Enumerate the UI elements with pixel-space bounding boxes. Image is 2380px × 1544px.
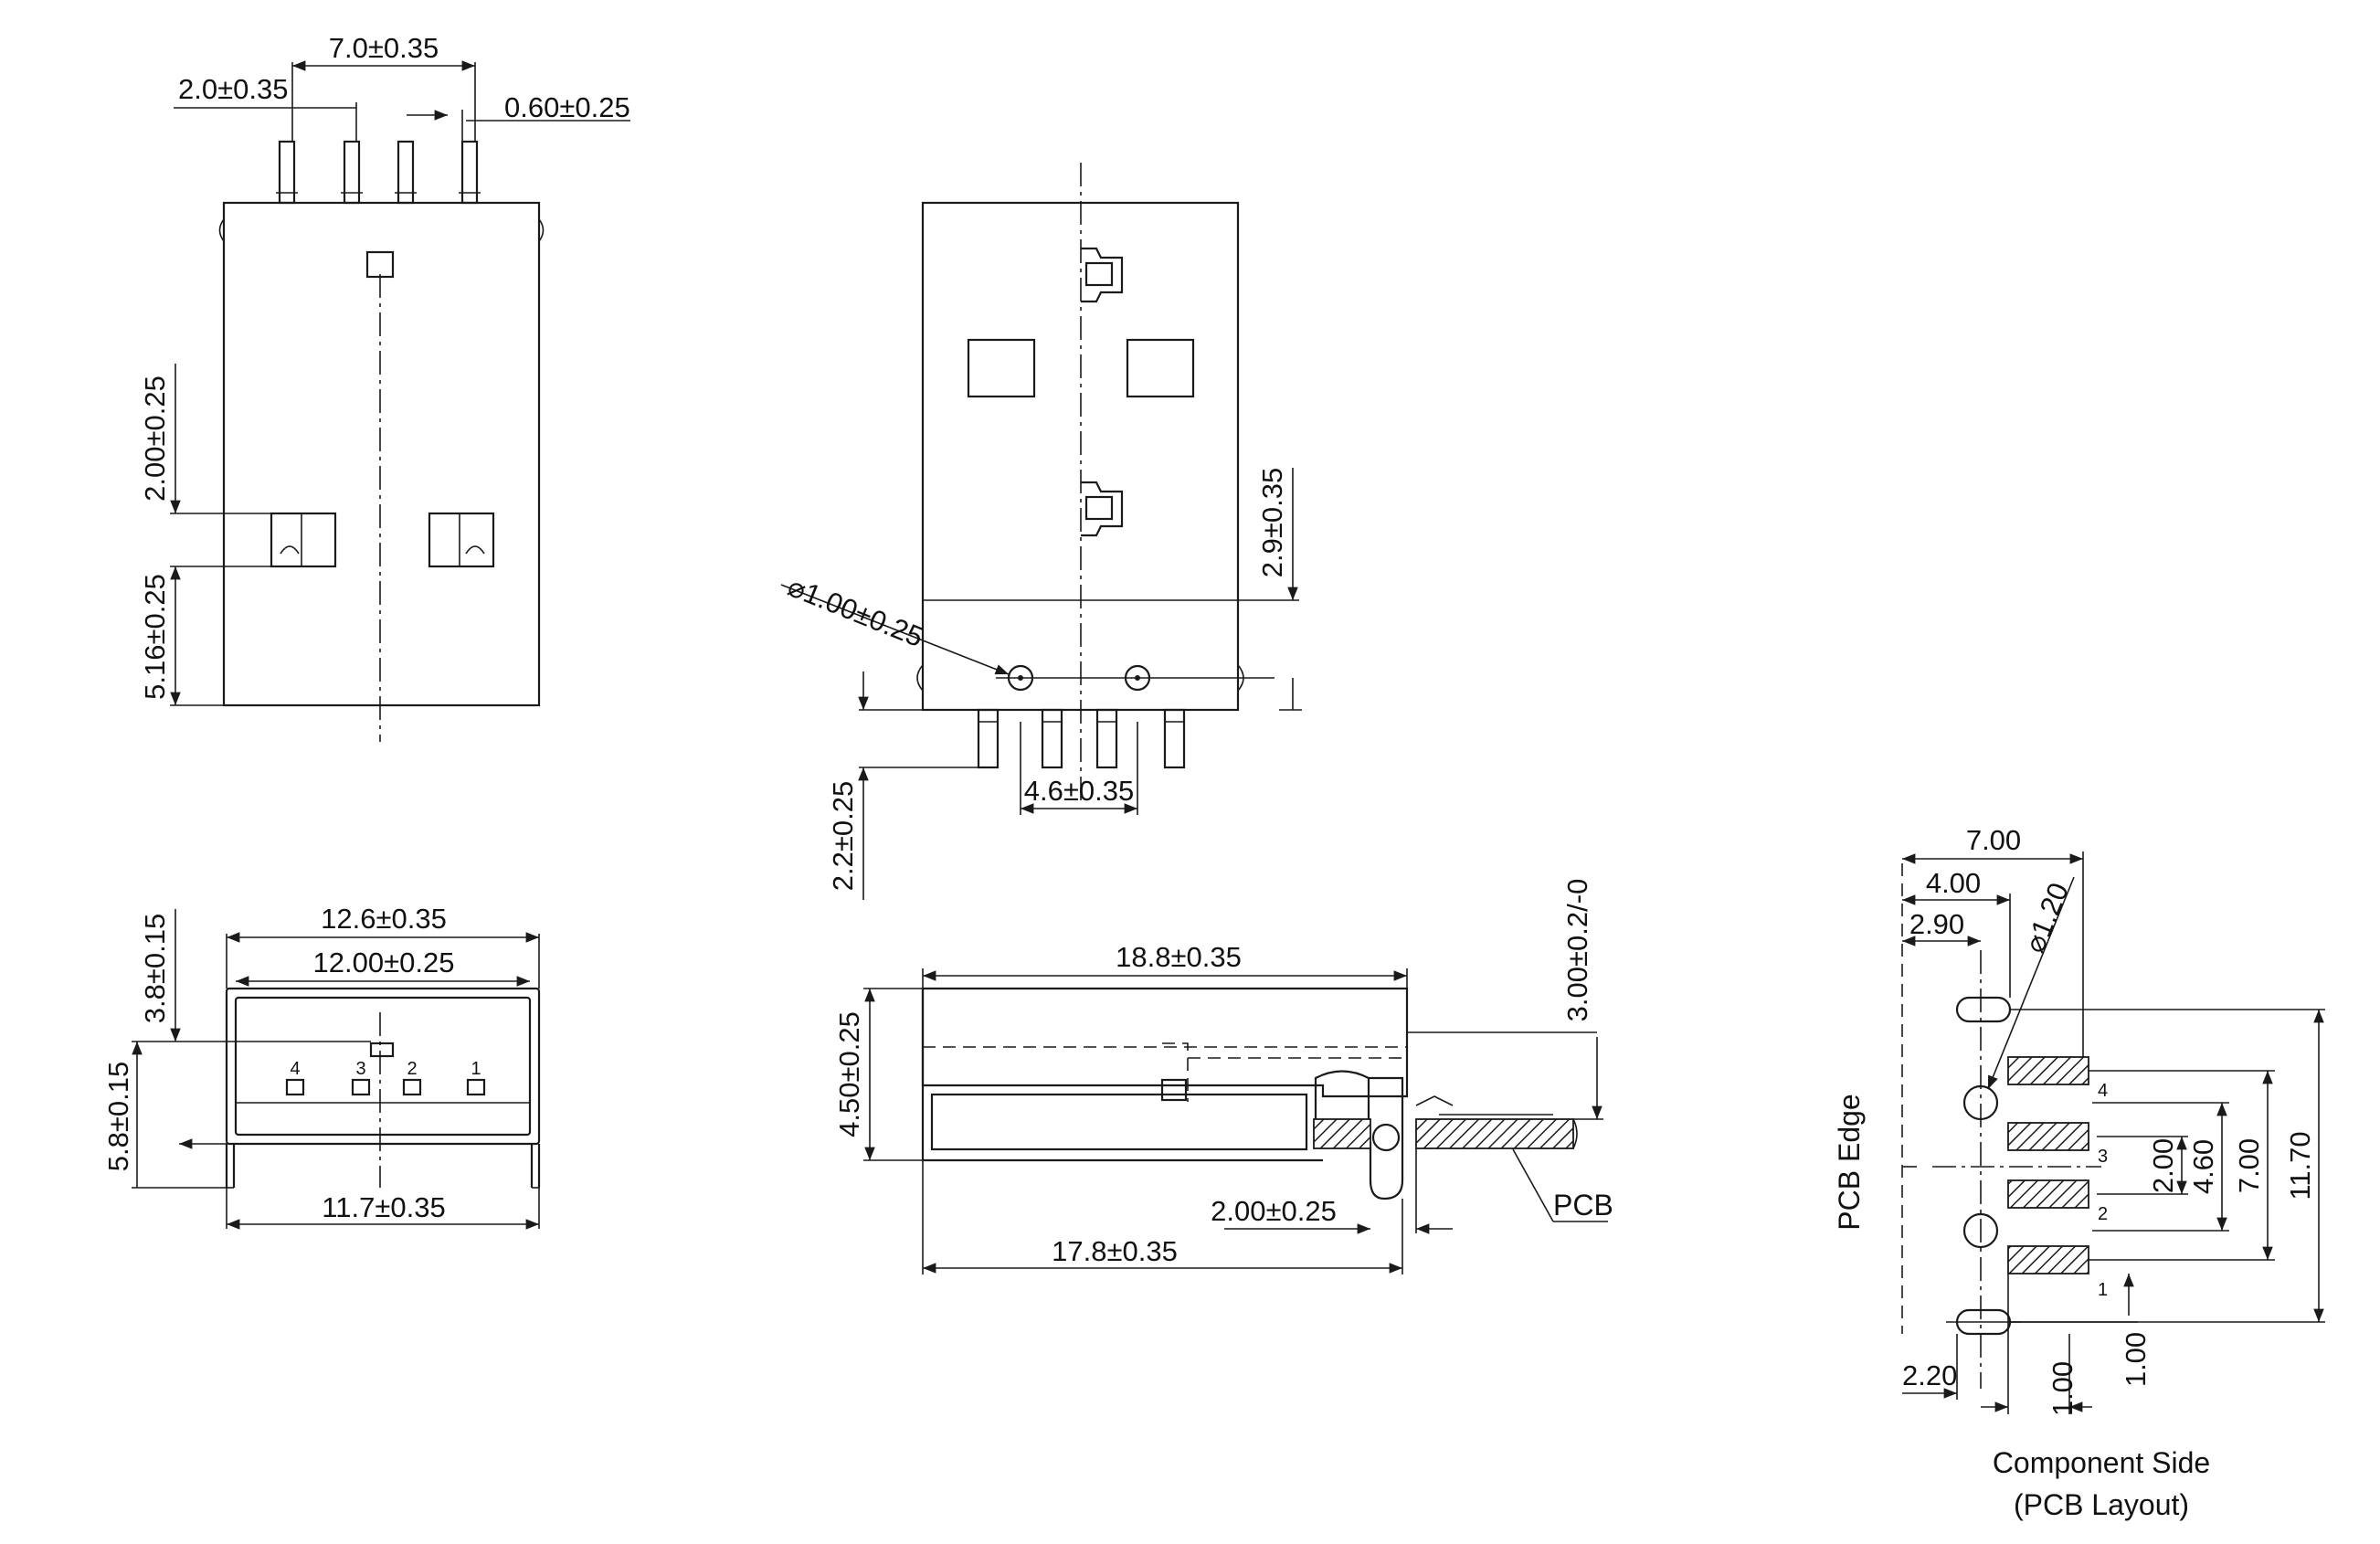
pcb-dim-700: 7.00	[2233, 1138, 2265, 1193]
pcb-label: PCB	[1553, 1189, 1613, 1221]
pcb-edge-label: PCB Edge	[1833, 1094, 1866, 1230]
dim-body-length: 17.8±0.35	[1052, 1235, 1178, 1267]
pad-2: 2	[2098, 1204, 2108, 1224]
end-pin-2: 2	[407, 1059, 417, 1079]
end-view: 4 3 2 1 12.6±0.35 12.00±0.25 11.7±0.35 3…	[102, 903, 541, 1230]
pcb-pads	[2007, 1056, 2089, 1274]
dim-base-width: 11.7±0.35	[322, 1191, 445, 1223]
end-pin-1: 1	[471, 1059, 481, 1079]
dim-pin-width: 0.60±0.25	[504, 91, 630, 123]
dim-hole-pitch: 4.6±0.35	[1024, 775, 1134, 807]
dim-inner-width: 12.00±0.25	[313, 946, 455, 978]
dim-pin-offset: 2.0±0.35	[178, 73, 288, 105]
pcb-dim-200: 2.00	[2147, 1138, 2179, 1193]
pad-1: 1	[2098, 1280, 2108, 1300]
dim-pitch-total: 7.0±0.35	[329, 32, 439, 64]
dim-pin-length: 2.2±0.25	[827, 781, 859, 891]
front-tabs	[270, 512, 495, 568]
dim-hole-diameter: ⌀1.00±0.25	[783, 570, 927, 653]
pcb-dim-220: 2.20	[1902, 1359, 1957, 1391]
pcb-layout-view: PCB Edge 4 3 2 1 7.00 4.00 2.90 ⌀1.20	[1833, 824, 2325, 1521]
pcb-dim-400: 4.00	[1926, 867, 1981, 899]
end-pin-3: 3	[355, 1059, 365, 1079]
side-view: 18.8±0.35 17.8±0.35 4.50±0.25 3.00±0.2/-…	[833, 879, 1613, 1274]
pcb-dim-1170: 11.70	[2284, 1131, 2316, 1200]
pcb-dim-hole-diameter: ⌀1.20	[2018, 878, 2075, 957]
pad-3: 3	[2098, 1147, 2108, 1167]
pcb-caption-line2: (PCB Layout)	[2014, 1488, 2189, 1521]
pcb-dim-100-b: 1.00	[2120, 1332, 2152, 1387]
pcb-dim-290: 2.90	[1909, 908, 1964, 940]
dim-tab-height: 2.00±0.25	[139, 375, 171, 502]
dim-pcb-offset: 2.00±0.25	[1211, 1195, 1337, 1227]
dim-depth: 2.9±0.35	[1256, 468, 1288, 577]
pcb-dim-460: 4.60	[2187, 1139, 2219, 1194]
pcb-dim-width-total: 7.00	[1966, 824, 2021, 856]
top-pins	[977, 708, 1186, 769]
dim-height: 4.50±0.25	[833, 1011, 865, 1137]
dim-tab-offset: 5.16±0.25	[139, 574, 171, 700]
dim-outer-width: 12.6±0.35	[321, 903, 447, 935]
front-pins	[276, 140, 481, 205]
top-view: ⌀1.00±0.25 2.9±0.35 2.2±0.25 4.6±0.35	[780, 163, 1302, 900]
dim-pcb-thickness: 3.00±0.2/-0	[1561, 879, 1593, 1022]
end-contacts	[285, 1078, 486, 1096]
dim-total-height: 5.8±0.15	[102, 1062, 134, 1171]
pad-4: 4	[2098, 1081, 2108, 1101]
end-pin-4: 4	[290, 1059, 300, 1079]
pcb-dim-100-a: 1.00	[2047, 1361, 2079, 1416]
front-view: 7.0±0.35 2.0±0.35 0.60±0.25 2.00±0.25 5.…	[139, 32, 630, 742]
pcb-caption-line1: Component Side	[1993, 1446, 2210, 1479]
dim-upper-height: 3.8±0.15	[139, 914, 171, 1023]
dim-total-length: 18.8±0.35	[1116, 941, 1242, 973]
